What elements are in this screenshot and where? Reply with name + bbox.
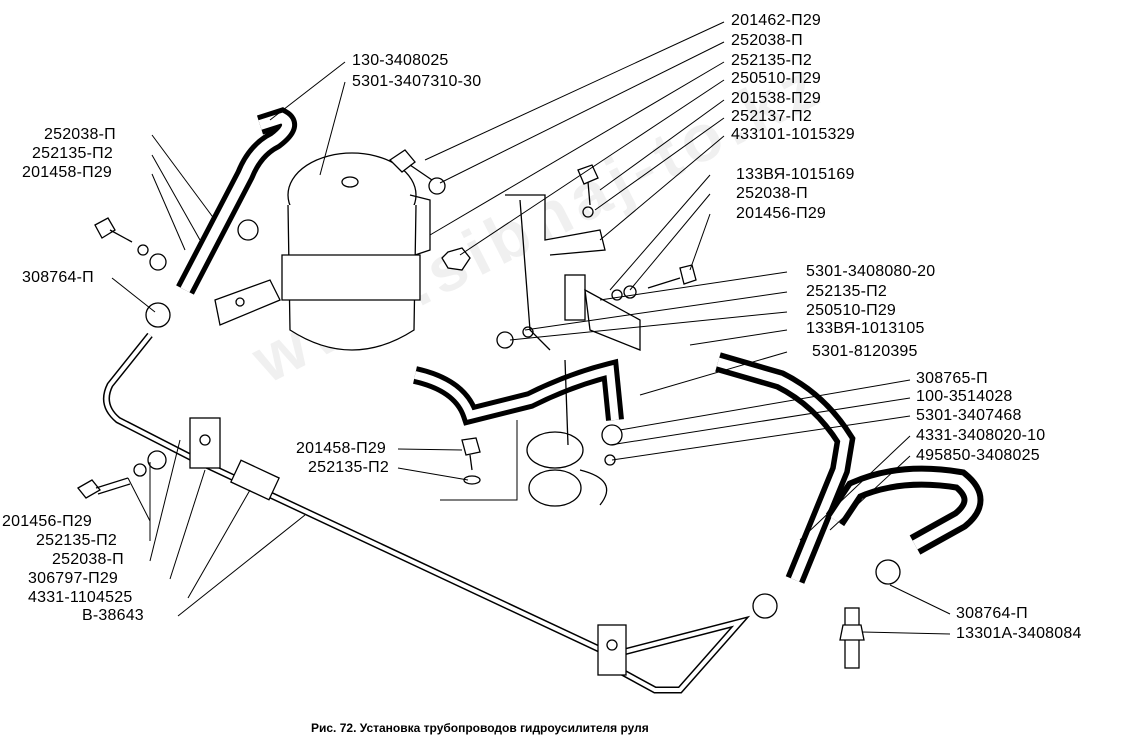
mounting-bracket [505,194,641,351]
return-pipe [102,332,751,694]
label-252137-p2: 252137-П2 [731,108,812,125]
union-fitting [839,607,865,669]
label-4331-1104525: 4331-1104525 [28,589,133,606]
label-252038-p-mid: 252038-П [736,185,808,202]
label-306797-p29: 306797-П29 [28,570,119,587]
label-5301-3407310-30: 5301-3407310-30 [352,73,482,90]
label-201538-p29: 201538-П29 [731,90,822,107]
washer-top-left-a [137,244,149,256]
label-133vya-1015169: 133ВЯ-1015169 [736,166,855,183]
label-130-3408025: 130-3408025 [352,52,449,69]
label-201462-p29: 201462-П29 [731,12,822,29]
label-252135-p2-center: 252135-П2 [308,459,389,476]
label-5301-8120395: 5301-8120395 [812,343,918,360]
label-5301-3407468: 5301-3407468 [916,407,1022,424]
label-201458-p29-center: 201458-П29 [296,440,387,457]
label-252135-p2-left: 252135-П2 [32,145,113,162]
label-252038-p-bottom: 252038-П [52,551,124,568]
bolt-right [679,264,697,285]
washer-center [522,326,534,338]
label-v-38643: В-38643 [82,607,144,624]
figure-caption: Рис. 72. Установка трубопроводов гидроус… [311,721,649,735]
label-250510-p29-mid: 250510-П29 [806,302,897,319]
label-201458-p29-left: 201458-П29 [22,164,113,181]
label-252135-p2-mid: 252135-П2 [806,283,887,300]
bolt-top-left [94,217,116,239]
label-308765-p: 308765-П [916,370,988,387]
label-133vya-1013105: 133ВЯ-1013105 [806,320,925,337]
label-308764-p-left: 308764-П [22,269,94,286]
label-252135-p2-bottom: 252135-П2 [36,532,117,549]
label-308764-p-bottom: 308764-П [956,605,1028,622]
label-252038-p-left: 252038-П [44,126,116,143]
pump-flange [526,359,608,507]
washer-bracket [582,206,594,218]
bolt-tank-top [388,149,416,173]
label-433101-1015329: 433101-1015329 [731,126,855,143]
label-201456-p29-mid: 201456-П29 [736,205,827,222]
label-201456-p29-bottom: 201456-П29 [2,513,93,530]
washer-left-b [147,450,167,470]
pipe-clamp-left [189,417,221,469]
washer-top-left-b [149,253,167,271]
bolt-left-bottom [77,477,131,499]
hose-clamp-bottom [752,593,778,619]
washer-left-a [133,463,147,477]
label-4331-3408020-10: 4331-3408020-10 [916,427,1046,444]
washer-right-a [623,285,637,299]
label-252135-p2: 252135-П2 [731,52,812,69]
leader-lines [111,21,951,635]
bolt-center [461,437,481,456]
label-252038-p: 252038-П [731,32,803,49]
pipe-clamp-right [597,624,627,676]
label-495850-3408025: 495850-3408025 [916,447,1040,464]
bolt-bracket [577,164,599,185]
hose-clamp-left [145,302,171,328]
label-250510-p29: 250510-П29 [731,70,822,87]
label-13301a-3408084: 13301А-3408084 [956,625,1082,642]
washer-tank [428,177,446,195]
hose-clamp-top [237,219,259,241]
label-100-3514028: 100-3514028 [916,388,1013,405]
leader-box [440,420,518,501]
hose-clamp-right [875,559,901,585]
washer-center-low [463,475,481,485]
hose-clamp-mid [601,424,623,446]
pipe-fitting [230,459,280,501]
washer-right-b [611,289,623,301]
label-5301-3408080-20: 5301-3408080-20 [806,263,936,280]
